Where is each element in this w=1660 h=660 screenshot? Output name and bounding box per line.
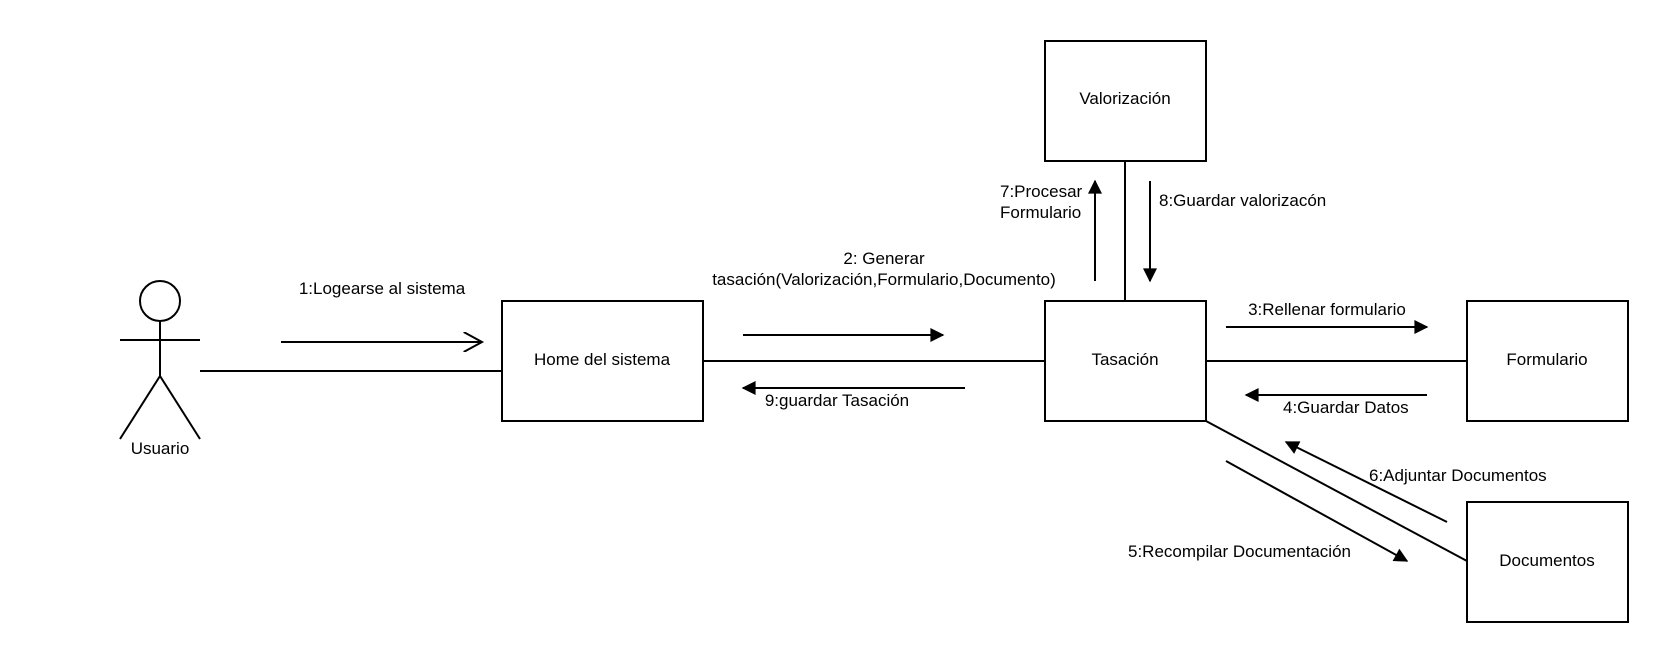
message-label-8: 8:Guardar valorizacón [1159,191,1326,210]
object-documentos[interactable]: Documentos [1466,501,1629,623]
actor-usuario[interactable]: Usuario [119,280,201,458]
message-label-7-line1: 7:Procesar [1000,182,1083,201]
message-arrow-6 [1284,441,1448,523]
message-label-1: 1:Logearse al sistema [299,279,466,298]
object-valorizacion[interactable]: Valorización [1044,40,1207,162]
message-label-3: 3:Rellenar formulario [1248,300,1406,319]
message-arrow-5 [1225,460,1409,562]
message-label-5: 5:Recompilar Documentación [1128,542,1351,561]
message-label-6: 6:Adjuntar Documentos [1369,466,1547,485]
message-label-7-line2: Formulario [1000,203,1081,222]
message-label-2-line2: tasación(Valorización,Formulario,Documen… [712,270,1056,289]
object-formulario-label: Formulario [1506,350,1587,369]
actor-leg-right [159,375,201,440]
object-home-label: Home del sistema [534,350,671,369]
object-documentos-label: Documentos [1499,551,1594,570]
actor-head [139,280,181,322]
link-tasacion-documentos [1205,420,1468,562]
message-label-4: 4:Guardar Datos [1283,398,1409,417]
object-formulario[interactable]: Formulario [1466,300,1629,422]
object-tasacion-label: Tasación [1091,350,1158,369]
message-label-9: 9:guardar Tasación [765,391,909,410]
object-valorizacion-label: Valorización [1079,89,1170,108]
object-home[interactable]: Home del sistema [501,300,704,422]
message-label-2-line1: 2: Generar [843,249,925,268]
actor-label: Usuario [131,439,190,458]
actor-leg-left [119,375,161,440]
object-tasacion[interactable]: Tasación [1044,300,1207,422]
